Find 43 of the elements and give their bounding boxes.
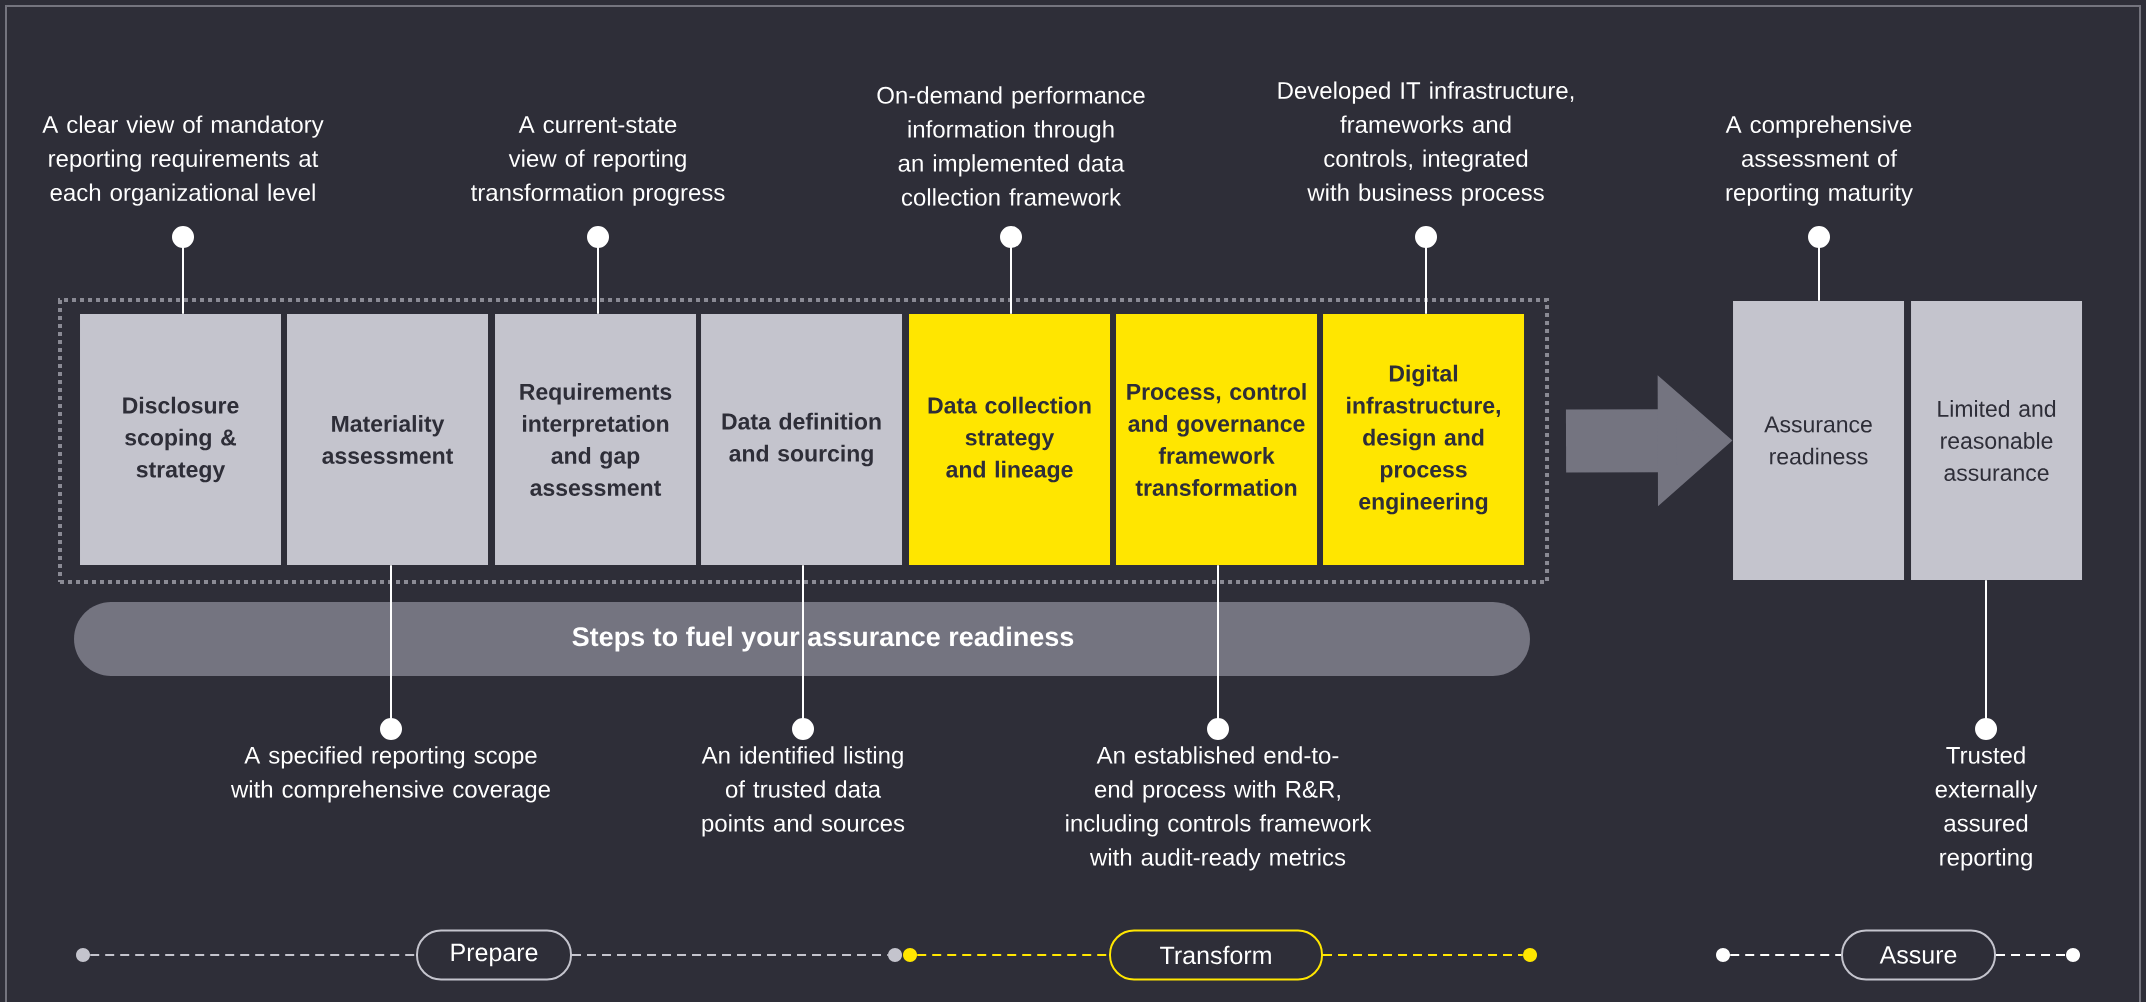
leader-line (1975, 579, 1998, 740)
callout-text: An identified listing of trusted data points and sources (701, 746, 905, 837)
process-box: Requirements interpretation and gap assessment (495, 314, 696, 565)
dashed-timeline (1729, 954, 1842, 956)
leader-line (380, 564, 402, 740)
dashed-timeline (571, 954, 889, 956)
dashed-timeline (89, 954, 417, 956)
dashed-timeline (1995, 954, 2067, 956)
phase-pill: Transform (1109, 929, 1323, 981)
banner: Steps to fuel your assurance readiness (74, 602, 1530, 676)
callout-text: A current-state view of reporting transformation progress (471, 116, 725, 206)
process-box: Digital infrastructure, design and process engineering (1323, 314, 1524, 565)
leader-line (1415, 226, 1437, 315)
timeline-dot (2066, 948, 2081, 962)
callout-text: On-demand performance information through an implemented data collection framework (877, 86, 1145, 206)
timeline-dot (76, 948, 90, 962)
phase-pill: Assure (1841, 929, 1997, 981)
callout-text: A comprehensive assessment of reporting maturity (1725, 115, 1913, 206)
callout-text: An established end-to-end process with R&R, including controls framework with audit-ready metrics (1066, 746, 1372, 871)
process-box: Data collection strategy and lineage (909, 314, 1110, 565)
process-box: Process, control and governance framework transformation (1116, 314, 1317, 565)
callout-text: Developed IT infrastructure, frameworks and controls, integrated with business process (1278, 81, 1574, 206)
callout-text: A clear view of mandatory reporting requirements at each organizational level (42, 115, 324, 206)
callout-text: Trusted externally assured reporting (1935, 746, 2038, 871)
leader-line (792, 564, 814, 740)
callout-text: A specified reporting scope with comprehensive coverage (230, 746, 550, 803)
leader-line (1207, 564, 1229, 740)
process-box: Materiality assessment (287, 314, 488, 565)
process-box: Data definition and sourcing (701, 314, 902, 565)
timeline-dot (903, 948, 917, 962)
leader-line (1000, 226, 1022, 315)
phase-pill: Prepare (416, 929, 572, 981)
dotted-frame (58, 298, 1549, 584)
timeline-dot (1523, 948, 1537, 962)
leader-line (587, 226, 609, 315)
timeline-dot (1716, 948, 1730, 962)
timeline-dot (888, 948, 902, 962)
stage-box: Limited and reasonable assurance (1911, 301, 2083, 580)
dashed-timeline (1322, 954, 1524, 956)
process-box: Disclosure scoping & strategy (80, 314, 281, 565)
leader-line (1808, 226, 1830, 302)
leader-line (172, 226, 194, 315)
stage-box: Assurance readiness (1733, 301, 1904, 580)
